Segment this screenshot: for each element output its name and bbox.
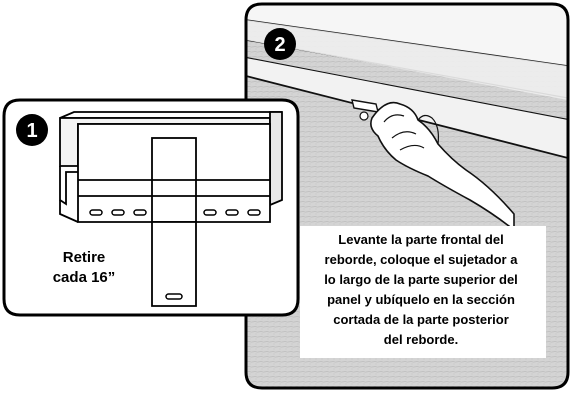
caption-line-4: panel y ubíquelo en la sección <box>327 292 515 307</box>
spacing-label: cada 16” <box>53 269 116 286</box>
step-two-panel: 2 Levante la parte frontal del reborde, … <box>244 2 570 390</box>
caption-line-1: Levante la parte frontal del <box>338 232 503 247</box>
top-trim <box>246 4 568 66</box>
step-one-number: 1 <box>26 120 37 142</box>
channel-illustration <box>59 111 283 307</box>
caption-line-5: cortada de la parte posterior <box>333 312 509 327</box>
step-one-panel: 1 <box>2 98 300 317</box>
nail-slots <box>89 209 261 300</box>
retire-label: Retire <box>63 249 106 266</box>
hand-illustration <box>370 101 515 232</box>
caption-box <box>300 226 546 358</box>
step-two-badge: 2 <box>264 28 296 60</box>
step-two-number: 2 <box>274 34 285 56</box>
step-two-border <box>244 2 570 390</box>
caption-line-6: del reborde. <box>384 332 458 347</box>
step-one-caption: Retire cada 16” <box>53 249 116 286</box>
caption-line-3: lo largo de la parte superior del <box>324 272 518 287</box>
caption-line-2: reborde, coloque el sujetador a <box>325 252 519 267</box>
step-one-badge: 1 <box>16 114 48 146</box>
step-two-caption: Levante la parte frontal del reborde, co… <box>300 226 546 358</box>
